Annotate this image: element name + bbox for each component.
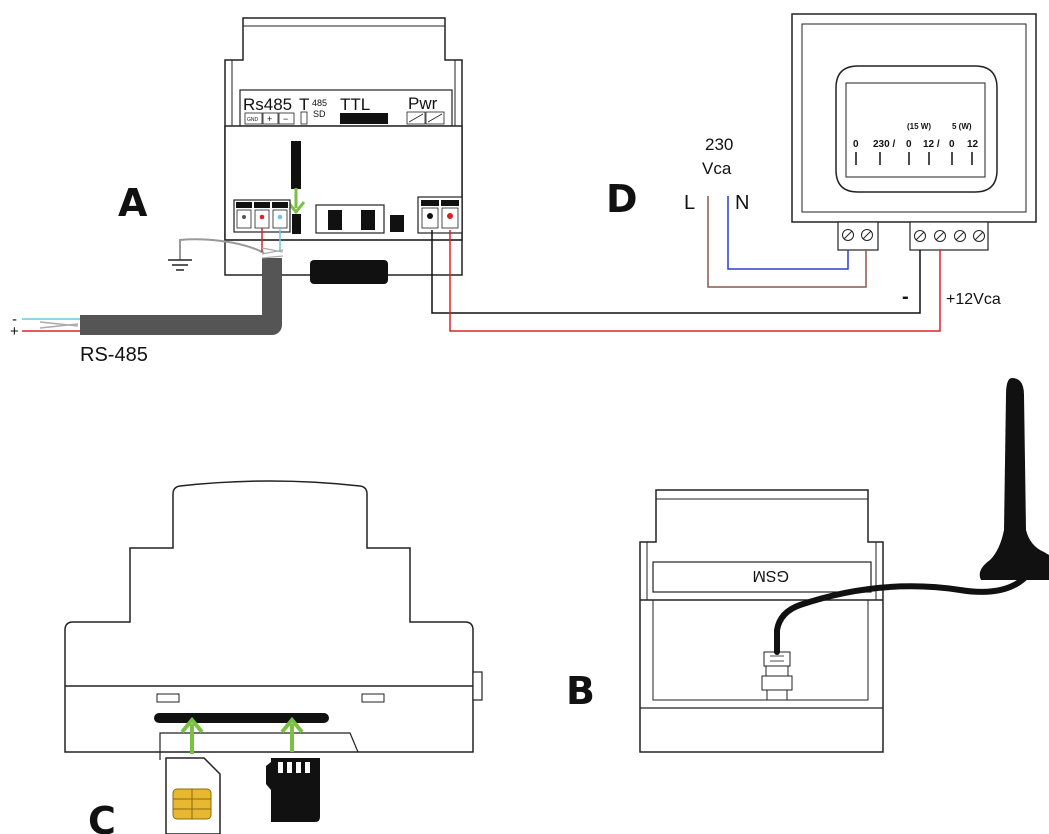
tap-0c-label: 0	[949, 139, 955, 150]
ttl-label: TTL	[340, 95, 370, 114]
antenna	[774, 378, 1049, 655]
output-plus-label: +12Vca	[946, 291, 1001, 308]
t-terminal-sup: 485	[312, 98, 327, 108]
gsm-module-label: GSM	[753, 567, 789, 584]
section-d-label: D	[606, 177, 638, 221]
rs485-minus-label: -	[12, 311, 17, 328]
pin-plus-label: +	[267, 114, 272, 124]
tap-0b-label: 0	[906, 139, 912, 150]
rs485-cable: - + RS-485	[10, 228, 284, 366]
power-15w-label: (15 W)	[907, 122, 931, 131]
tap-12-label: 12 /	[923, 139, 940, 150]
device-a: Rs485 T 485 SD TTL Pwr GND + −	[224, 17, 463, 284]
ground-symbol	[168, 238, 265, 271]
t-terminal-sub: SD	[313, 109, 326, 119]
pwr-label: Pwr	[408, 94, 438, 113]
mains-wiring	[431, 196, 941, 332]
tap-0-label: 0	[853, 139, 859, 150]
sma-connector	[761, 651, 793, 701]
sim-card	[165, 757, 221, 834]
rs485-plus-label: +	[10, 323, 19, 340]
rs485-terminal-label: Rs485	[243, 95, 292, 114]
section-b-label: B	[566, 669, 595, 713]
microsd-card	[266, 758, 320, 822]
mains-l-label: L	[684, 192, 695, 214]
device-c	[64, 480, 483, 760]
mains-unit-label: Vca	[702, 159, 732, 178]
output-minus-label: -	[902, 286, 909, 308]
pin-minus-label: −	[283, 114, 288, 124]
section-c-label: C	[88, 799, 116, 834]
rs485-cable-label: RS-485	[80, 344, 148, 366]
mains-voltage-label: 230	[705, 135, 733, 154]
pin-gnd-label: GND	[247, 117, 259, 123]
sim-insert-arrow	[180, 716, 204, 754]
microsd-insert-arrow	[280, 716, 304, 752]
device-b: GSM	[639, 489, 884, 753]
power-5w-label: 5 (W)	[952, 122, 972, 131]
tap-12b-label: 12	[967, 139, 979, 150]
section-a-label: A	[118, 181, 148, 225]
t-terminal-label: T	[299, 95, 309, 114]
transformer: (15 W) 5 (W) 0 230 / 0 12 / 0 12	[791, 13, 1037, 251]
mains-n-label: N	[735, 192, 749, 214]
tap-230-label: 230 /	[873, 139, 895, 150]
